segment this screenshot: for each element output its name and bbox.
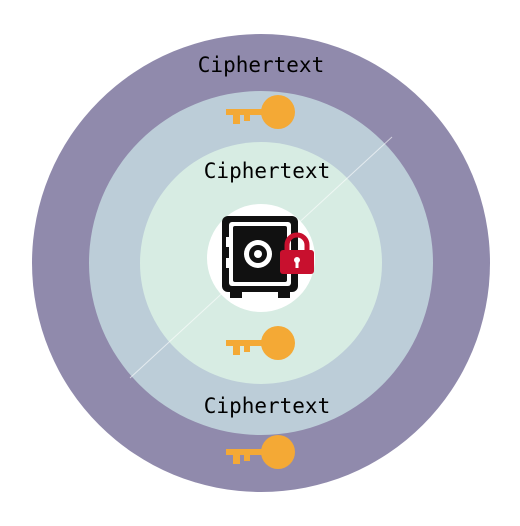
padlock-icon (280, 232, 314, 274)
middle-layer-label: Ciphertext (204, 159, 330, 183)
outer-layer-label: Ciphertext (198, 53, 324, 77)
inner-layer-label: Ciphertext (204, 394, 330, 418)
locked-safe-icon (222, 216, 314, 298)
